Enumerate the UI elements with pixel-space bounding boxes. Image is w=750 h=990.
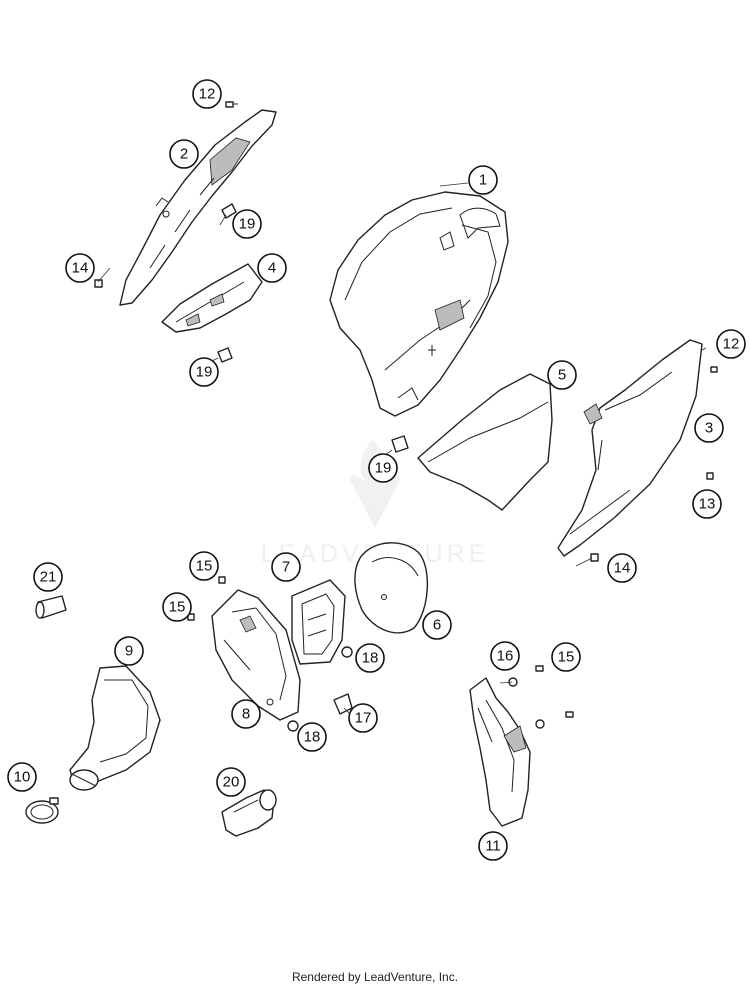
part-11-guard [469,677,531,827]
callout-15-c: 15 [551,642,581,672]
svg-text:14: 14 [614,560,631,577]
callout-19-b: 19 [189,357,219,387]
part-15-screw-4 [565,711,574,718]
callout-2: 2 [169,139,199,169]
svg-text:13: 13 [699,496,716,513]
part-15-screw-3 [535,665,544,672]
part-12-screw-upper [225,101,238,108]
part-3-side-panel [557,339,703,557]
svg-text:6: 6 [433,617,441,634]
part-19-clip-1 [221,203,237,219]
part-18-nut-1 [341,646,353,658]
callout-1: 1 [468,165,498,195]
svg-text:21: 21 [40,569,57,586]
svg-text:19: 19 [375,460,392,477]
part-14-screw-right [590,553,599,562]
callout-18-a: 18 [355,643,385,673]
svg-text:9: 9 [125,643,133,660]
svg-text:8: 8 [242,706,250,723]
callout-7: 7 [271,552,301,582]
svg-text:18: 18 [362,650,379,667]
part-5-cover [417,373,553,511]
part-6-filter-cover [354,542,428,634]
svg-text:10: 10 [14,769,31,786]
svg-text:15: 15 [558,649,575,666]
svg-text:17: 17 [355,710,372,727]
callout-19-c: 19 [368,453,398,483]
callout-13: 13 [692,489,722,519]
part-7-filter-frame [291,579,346,665]
callout-20: 20 [216,767,246,797]
part-16-washer-2 [535,719,545,729]
svg-text:19: 19 [196,364,213,381]
svg-text:7: 7 [282,559,290,576]
callout-12-upper: 12 [192,79,222,109]
callout-10: 10 [7,762,37,792]
part-13-screw [706,472,714,480]
callout-21: 21 [33,562,63,592]
callout-9: 9 [114,636,144,666]
svg-text:14: 14 [72,260,89,277]
callout-14-left: 14 [65,253,95,283]
part-17-valve [333,693,353,715]
svg-text:11: 11 [485,838,501,855]
svg-text:3: 3 [705,420,713,437]
svg-text:4: 4 [268,260,276,277]
part-21-sleeve [35,595,67,619]
part-9-intake-boot [69,665,161,791]
part-19-clip-2 [217,347,233,363]
svg-text:16: 16 [497,648,514,665]
callout-15-a: 15 [189,551,219,581]
callout-11: 11 [478,831,508,861]
watermark-flame-logo [350,440,400,528]
part-1-air-box [329,191,509,417]
svg-text:12: 12 [199,86,216,103]
svg-text:5: 5 [558,367,566,384]
callout-19-a: 19 [232,209,262,239]
svg-text:15: 15 [196,558,213,575]
callout-18-b: 18 [297,722,327,752]
part-20-duct [221,789,277,837]
part-19-clip-3 [391,435,409,453]
callout-3: 3 [694,413,724,443]
hardware-parts [94,101,718,732]
callout-15-b: 15 [162,592,192,622]
callout-6: 6 [422,610,452,640]
svg-text:19: 19 [239,216,256,233]
part-8-frame [211,589,301,721]
part-2-side-panel [119,109,277,306]
callout-17: 17 [348,703,378,733]
footer-credit: Rendered by LeadVenture, Inc. [291,970,459,984]
part-15-screw-1 [218,576,226,584]
svg-text:18: 18 [304,729,321,746]
callout-16: 16 [490,641,520,671]
callout-14-right: 14 [607,553,637,583]
part-15-screw-2 [187,613,195,621]
svg-text:2: 2 [180,146,188,163]
svg-text:20: 20 [223,774,240,791]
part-10-clamp [25,797,59,824]
part-14-screw-left [94,279,103,288]
svg-text:15: 15 [169,599,186,616]
part-12-screw-right [710,366,718,373]
callout-5: 5 [547,360,577,390]
svg-text:12: 12 [723,336,740,353]
part-18-nut-2 [287,720,299,732]
callout-12-right: 12 [716,329,746,359]
part-4-bracket [161,263,263,333]
callout-8: 8 [231,699,261,729]
callout-4: 4 [257,253,287,283]
svg-text:1: 1 [479,172,487,189]
